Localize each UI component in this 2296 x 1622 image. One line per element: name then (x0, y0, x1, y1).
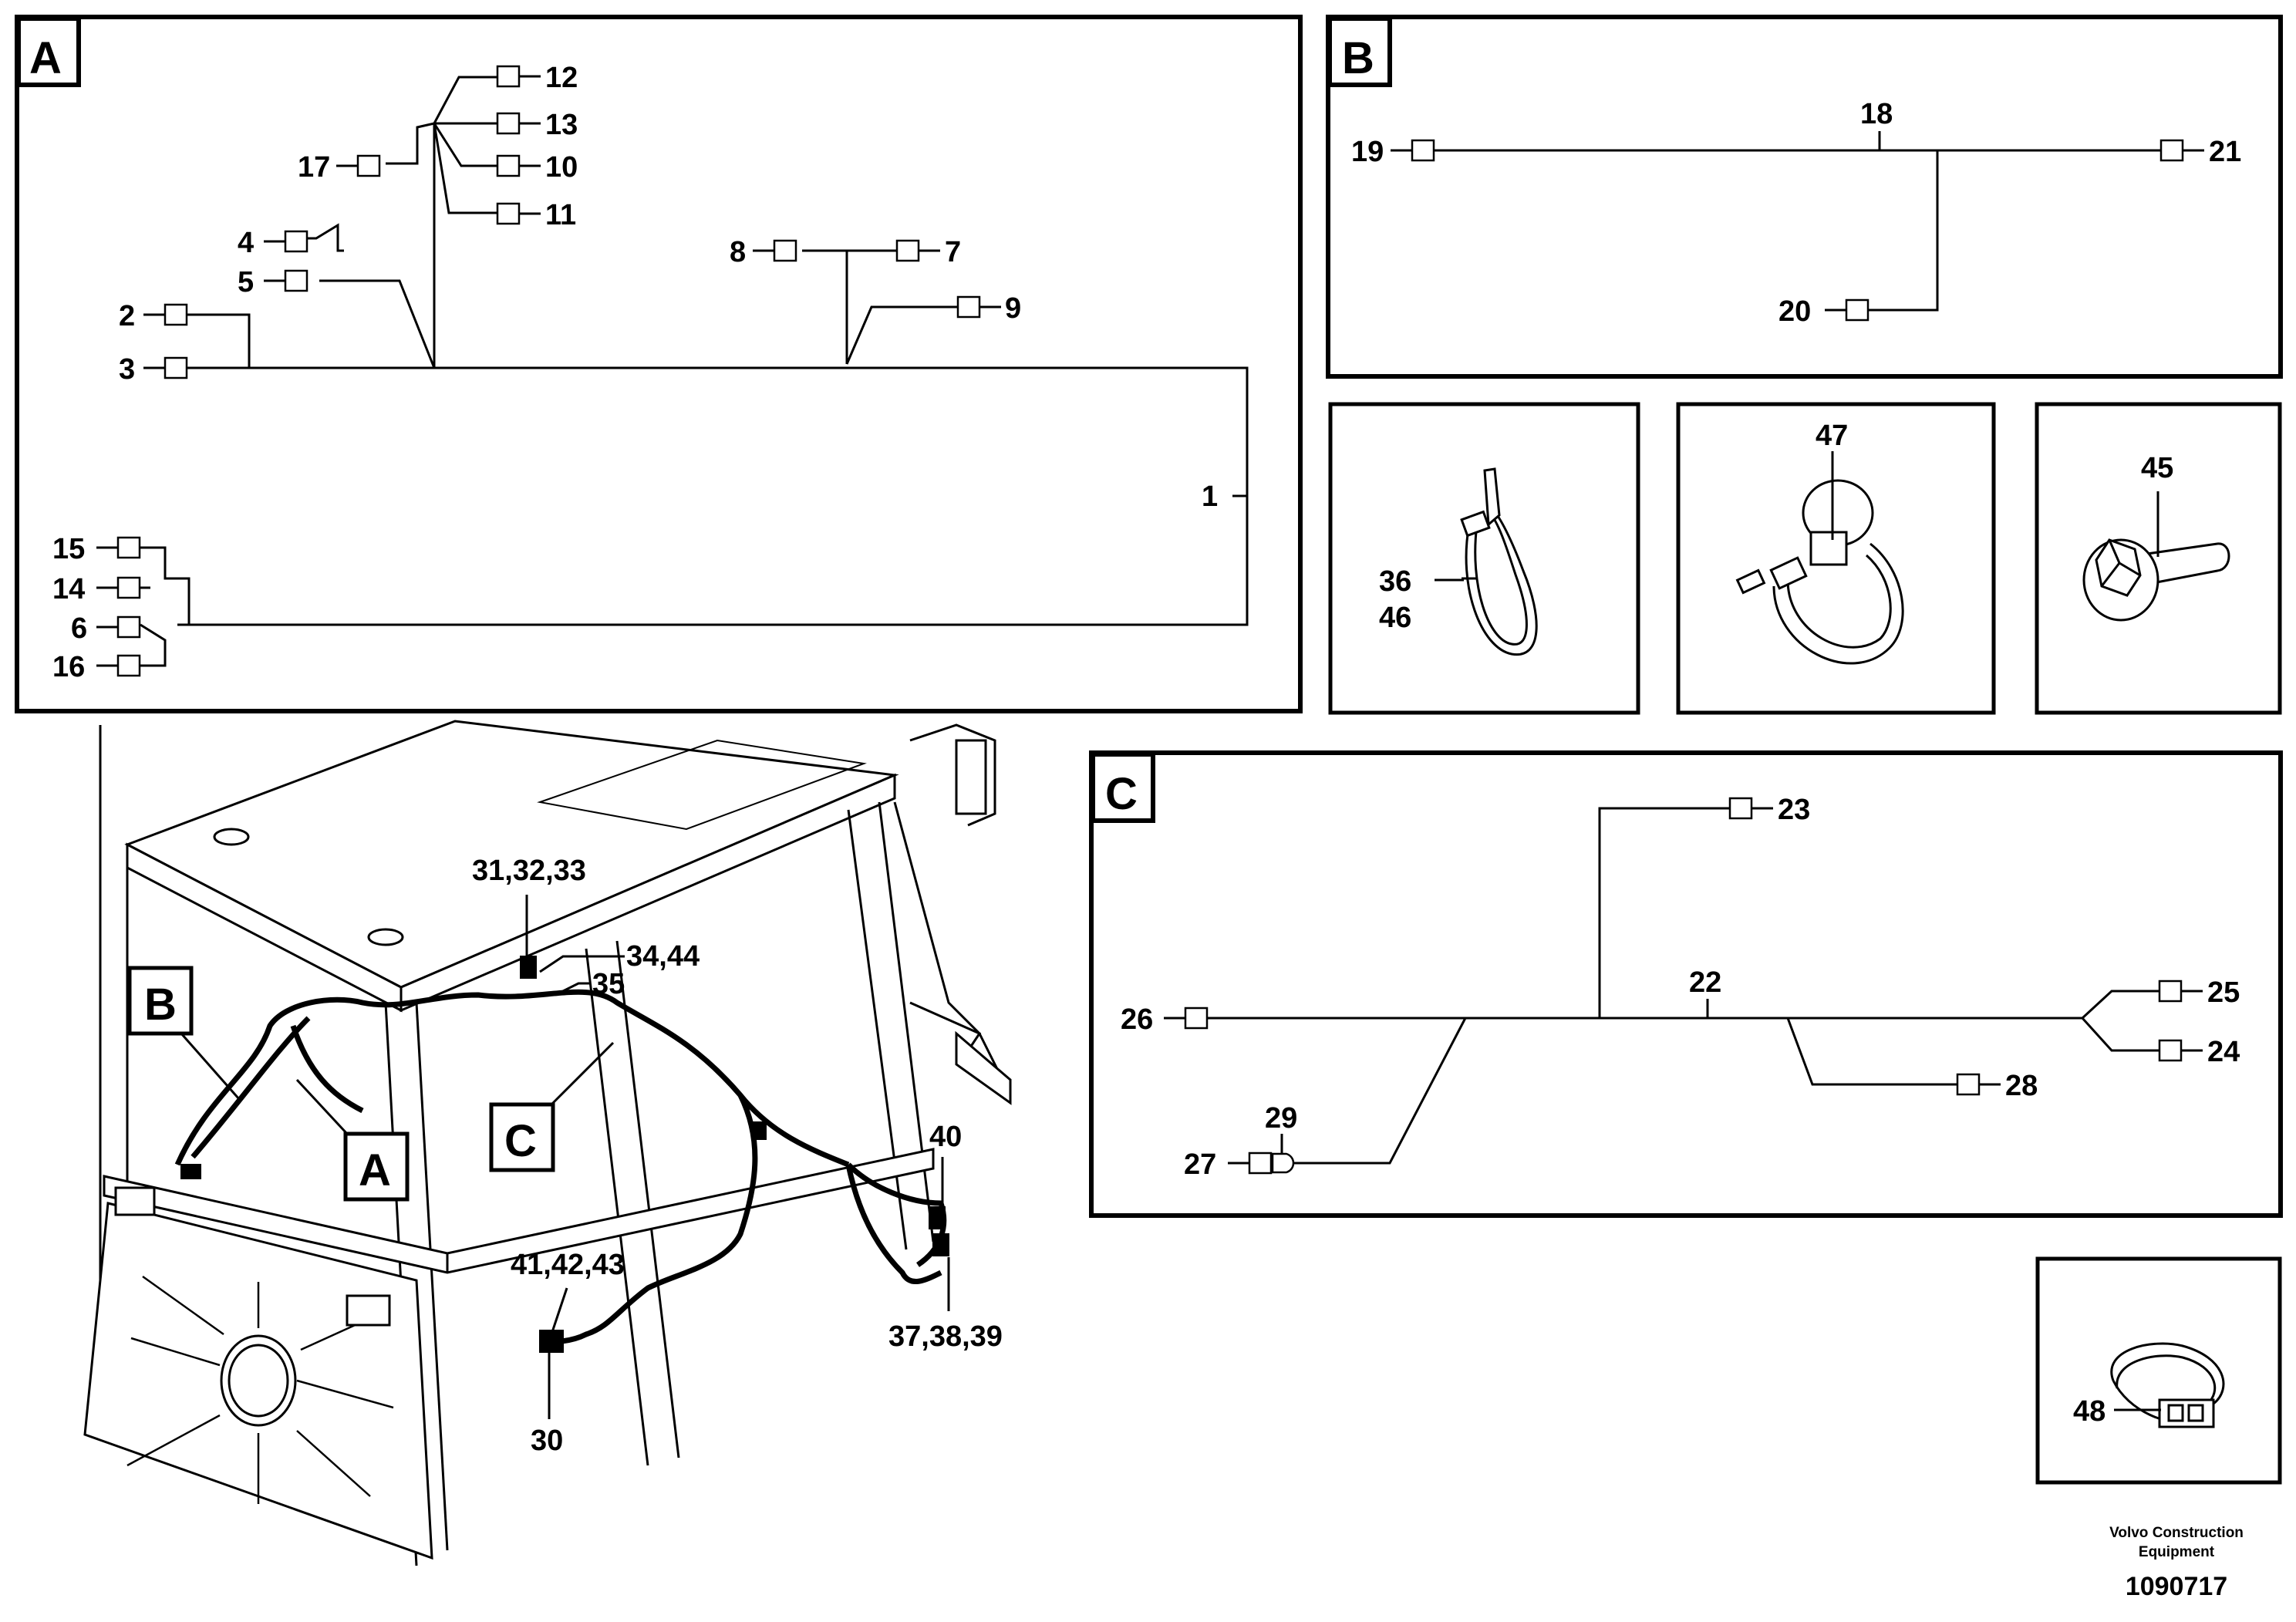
part-box-clamp (1676, 402, 1996, 715)
clamp-icon (1735, 479, 1904, 665)
view-ref-a (295, 1078, 410, 1202)
view-ref-c (489, 1041, 615, 1172)
label-20: 20 (1778, 295, 1811, 328)
panel-b-labels: 18 19 20 21 (1351, 98, 2241, 328)
company-name-line1: Volvo Construction (2109, 1525, 2244, 1541)
label-45: 45 (2141, 452, 2173, 484)
company-name-line2: Equipment (2139, 1544, 2215, 1560)
cab-callout-lines (525, 895, 950, 1419)
band-clamp-icon (2110, 1342, 2225, 1428)
label-8: 8 (730, 236, 746, 268)
callout-31-32-33: 31,32,33 (472, 855, 586, 887)
label-9: 9 (1005, 292, 1021, 325)
panel-a-letter: A (29, 33, 62, 83)
panel-a-labels: 1 2 3 4 5 6 7 8 9 10 11 12 13 14 15 16 1… (52, 62, 1218, 683)
cab-illustration (83, 720, 1012, 1566)
callout-37-38-39: 37,38,39 (888, 1320, 1003, 1353)
label-11: 11 (545, 199, 576, 231)
part-box-band-clamp (2035, 1256, 2282, 1485)
part-box-cable-tie (1328, 402, 1640, 715)
panel-b-letter: B (1342, 33, 1374, 83)
callout-35: 35 (592, 968, 625, 1000)
label-29: 29 (1265, 1102, 1297, 1135)
label-7: 7 (945, 236, 961, 268)
label-18: 18 (1860, 98, 1893, 130)
panel-c-labels: 22 23 24 25 26 27 28 29 (1121, 794, 2240, 1181)
view-ref-b (127, 966, 241, 1100)
label-47: 47 (1816, 420, 1848, 452)
part-box-flange-screw (2035, 402, 2282, 715)
label-19: 19 (1351, 136, 1384, 168)
label-25: 25 (2207, 976, 2240, 1009)
panel-b (1326, 15, 2283, 379)
callout-34-44: 34,44 (626, 940, 700, 973)
label-13: 13 (545, 109, 578, 141)
label-28: 28 (2005, 1070, 2038, 1102)
callout-30: 30 (531, 1425, 563, 1457)
drawing-number: 1090717 (2126, 1572, 2227, 1601)
callout-40: 40 (929, 1121, 962, 1153)
label-46: 46 (1379, 602, 1411, 634)
label-4: 4 (238, 227, 254, 259)
footer: Volvo Construction Equipment 1090717 (2109, 1525, 2244, 1601)
label-48: 48 (2073, 1395, 2106, 1428)
label-15: 15 (52, 533, 85, 565)
label-16: 16 (52, 651, 85, 683)
label-12: 12 (545, 62, 578, 94)
label-23: 23 (1778, 794, 1810, 826)
cable-tie-icon (1460, 467, 1538, 656)
label-17: 17 (298, 151, 330, 184)
panel-c-letter: C (1105, 769, 1138, 819)
label-26: 26 (1121, 1003, 1153, 1036)
label-6: 6 (71, 612, 87, 645)
label-1: 1 (1202, 481, 1218, 513)
panel-a (15, 15, 1303, 713)
label-36: 36 (1379, 565, 1411, 598)
label-27: 27 (1184, 1148, 1216, 1181)
label-2: 2 (119, 300, 135, 332)
flange-screw-icon (2082, 538, 2230, 622)
label-14: 14 (52, 573, 85, 605)
label-5: 5 (238, 266, 254, 298)
view-ref-b-letter: B (144, 980, 177, 1030)
view-ref-a-letter: A (359, 1145, 391, 1195)
panel-c (1089, 750, 2283, 1218)
label-21: 21 (2209, 136, 2241, 168)
cab-callout-labels: 31,32,33 34,44 35 40 41,42,43 37,38,39 3… (472, 855, 1003, 1457)
view-ref-c-letter: C (504, 1116, 537, 1166)
label-24: 24 (2207, 1036, 2240, 1068)
label-22: 22 (1689, 966, 1721, 999)
label-3: 3 (119, 353, 135, 386)
callout-41-42-43: 41,42,43 (511, 1249, 625, 1281)
label-10: 10 (545, 151, 578, 184)
